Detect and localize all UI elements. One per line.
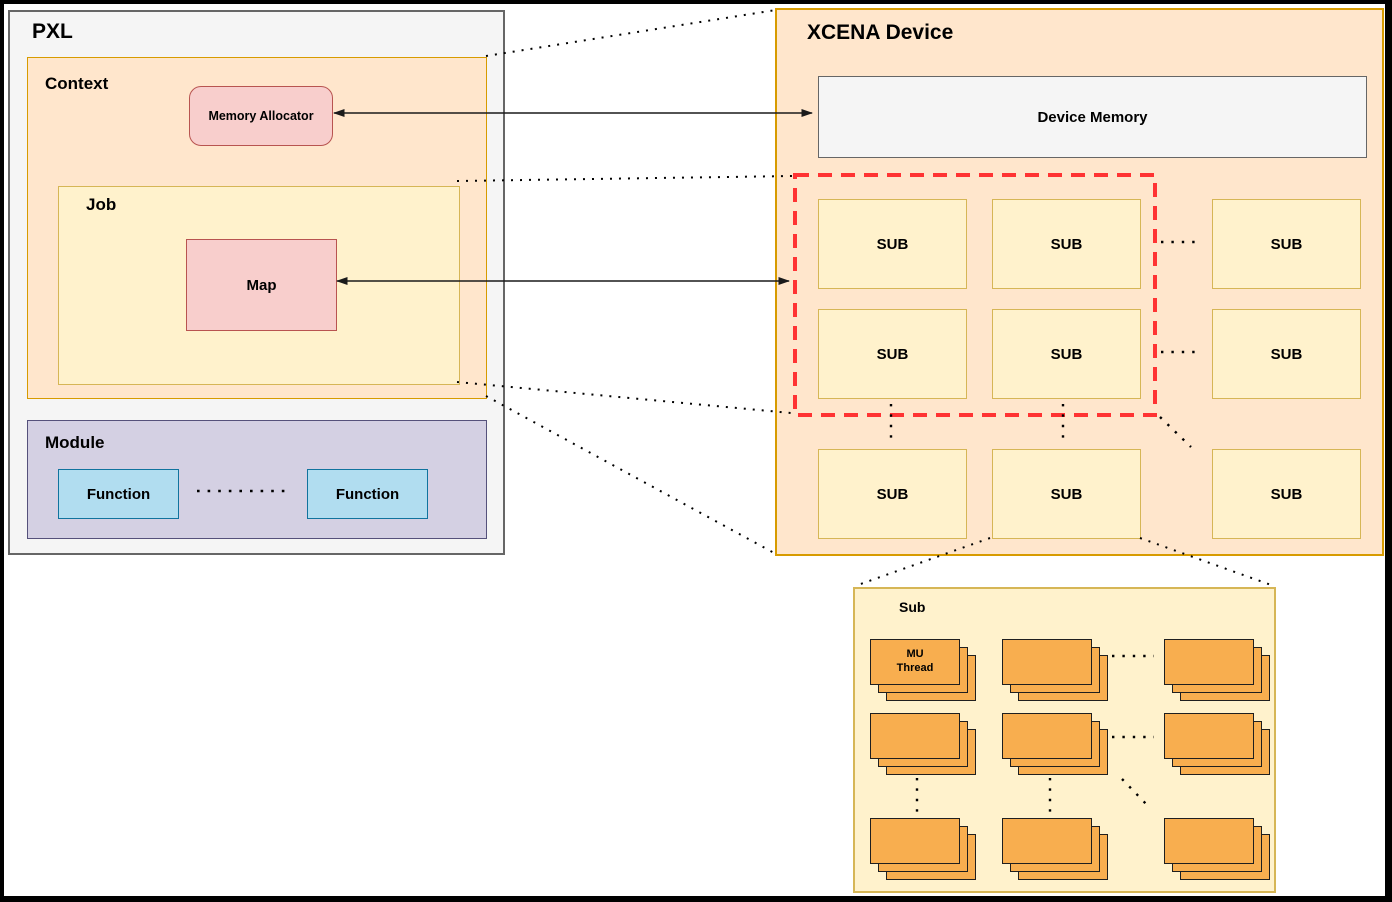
- module-box: Module Function Function: [27, 420, 487, 539]
- sub-cell-r3c1: SUB: [818, 449, 967, 539]
- mu-thread-stack-r3c1: [870, 818, 976, 880]
- pxl-container: PXL Context Memory Allocator Job Map Mod…: [8, 10, 505, 555]
- mu-thread-stack-r1c1: MU Thread: [870, 639, 976, 701]
- pxl-title: PXL: [32, 20, 73, 43]
- mu-thread-card: MU Thread: [870, 639, 960, 685]
- function-box-1: Function: [58, 469, 179, 519]
- sub-cell-r1c2: SUB: [992, 199, 1141, 289]
- map-box: Map: [186, 239, 337, 331]
- job-box: Job Map: [58, 186, 460, 385]
- module-label: Module: [45, 433, 105, 452]
- context-box: Context Memory Allocator Job Map: [27, 57, 487, 399]
- mu-thread-line1: MU: [906, 648, 924, 661]
- mu-thread-stack-r2c1: [870, 713, 976, 775]
- memory-allocator-box: Memory Allocator: [189, 86, 333, 146]
- mu-thread-stack-r2c2: [1002, 713, 1108, 775]
- dotted-link-context-to-xcena-top: [485, 9, 777, 57]
- mu-thread-stack-r2c3: [1164, 713, 1270, 775]
- sub-cell-r2c3: SUB: [1212, 309, 1361, 399]
- job-label: Job: [86, 195, 117, 214]
- mu-thread-line2: Thread: [896, 662, 934, 674]
- sub-cell-r3c3: SUB: [1212, 449, 1361, 539]
- dotted-link-context-to-xcena-bottom: [485, 395, 777, 555]
- sub-cell-r2c2: SUB: [992, 309, 1141, 399]
- sub-detail-box: Sub MU Thread: [853, 587, 1276, 893]
- device-memory-box: Device Memory: [818, 76, 1367, 158]
- mu-thread-stack-r3c2: [1002, 818, 1108, 880]
- sub-cell-r3c2: SUB: [992, 449, 1141, 539]
- sub-cell-r2c1: SUB: [818, 309, 967, 399]
- mu-thread-stack-r3c3: [1164, 818, 1270, 880]
- xcena-device-title: XCENA Device: [807, 21, 954, 44]
- sub-cell-r1c1: SUB: [818, 199, 967, 289]
- mu-thread-stack-r1c3: [1164, 639, 1270, 701]
- mu-thread-stack-r1c2: [1002, 639, 1108, 701]
- context-label: Context: [45, 74, 109, 93]
- function-box-2: Function: [307, 469, 428, 519]
- dotted-link-job-to-subgroup-bottom: [456, 381, 792, 414]
- dotted-link-job-to-subgroup-top: [456, 175, 794, 182]
- sub-cell-r1c3: SUB: [1212, 199, 1361, 289]
- xcena-device-container: XCENA Device Device Memory SUB SUB SUB S…: [775, 8, 1384, 556]
- sub-detail-label: Sub: [899, 599, 926, 615]
